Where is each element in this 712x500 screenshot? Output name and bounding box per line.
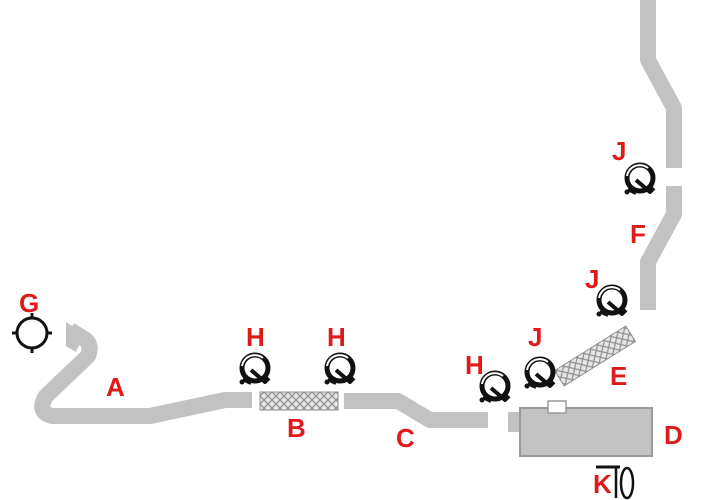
clamp-j-2-icon [597,287,627,317]
clamp-j-3-icon [625,165,655,195]
label-h-2: H [327,322,346,352]
flex-pipe-e [553,325,637,387]
front-pipe-a [34,323,252,424]
label-e: E [610,361,627,391]
intermediate-pipe-c [344,393,488,428]
label-d: D [664,420,683,450]
label-a: A [106,372,125,402]
muffler-d-tab [547,400,567,414]
label-c: C [396,423,415,453]
label-j-2: J [585,264,599,294]
clamp-h-1-icon [240,355,270,385]
muffler-d [519,407,653,457]
flex-pipe-b [259,391,339,411]
label-g: G [19,288,39,318]
hanger-k-icon [596,465,635,500]
label-h-3: H [465,350,484,380]
label-h-1: H [246,322,265,352]
front-pipe-a-flare [66,322,84,352]
label-f: F [630,219,646,249]
gasket-g-icon [12,313,52,353]
clamp-h-3-icon [480,373,510,403]
tail-pipe-f-lower [640,186,682,310]
clamp-h-2-icon [325,355,355,385]
label-j-3: J [612,136,626,166]
label-b: B [287,413,306,443]
tail-pipe-f-upper [640,0,682,168]
label-j-1: J [528,322,542,352]
label-k: K [593,469,612,499]
clamp-j-1-icon [525,359,555,389]
